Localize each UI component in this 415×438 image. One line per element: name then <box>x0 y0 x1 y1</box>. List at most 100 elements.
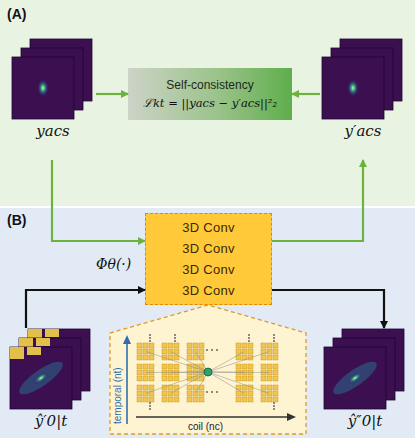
ellipsis-dot <box>149 402 151 404</box>
zoom-callout <box>110 305 306 434</box>
kernel-cell <box>236 349 241 354</box>
kernel-cell <box>273 385 278 390</box>
kernel-cell <box>137 364 142 369</box>
kernel-cell <box>174 364 179 369</box>
kernel-cell <box>248 397 253 402</box>
ellipsis-dot <box>174 340 176 342</box>
highlight-patch <box>27 347 41 355</box>
highlight-patch <box>36 338 50 346</box>
operator-label: Φθ(·) <box>96 256 131 272</box>
kernel-cell <box>248 349 253 354</box>
kernel-cell <box>273 343 278 348</box>
kernel-cell <box>236 376 241 381</box>
ellipsis-dot <box>273 340 275 342</box>
panel-label: (B) <box>7 212 26 228</box>
kernel-cell <box>193 343 198 348</box>
ellipsis-dot <box>211 349 213 351</box>
ellipsis-dot <box>211 391 213 393</box>
kernel-cell <box>162 391 167 396</box>
kernel-cell <box>242 397 247 402</box>
kernel-link <box>208 372 270 394</box>
kernel-cell <box>193 397 198 402</box>
ellipsis-dot <box>273 408 275 410</box>
kernel-cell <box>273 397 278 402</box>
ellipsis-dot <box>216 349 218 351</box>
kernel-cell <box>261 355 266 360</box>
kernel-center <box>204 368 212 376</box>
loss-box: Self-consistencyℒkt = ||yacs − y′acs||²₂ <box>128 68 292 120</box>
kspace-frame <box>12 57 74 119</box>
kernel-link <box>171 372 209 394</box>
ellipsis-dot <box>216 391 218 393</box>
kspace-frame <box>324 347 386 409</box>
ellipsis-dot <box>149 337 151 339</box>
kernel-link <box>208 352 270 373</box>
flow-arrow <box>272 290 384 328</box>
ellipsis-dot <box>149 334 151 336</box>
kernel-link <box>146 352 209 373</box>
node-text: 3D Conv <box>182 283 235 298</box>
conv-block: 3D Conv3D Conv3D Conv3D Conv <box>145 213 272 305</box>
kernel-cell <box>261 364 266 369</box>
kernel-cell <box>143 355 148 360</box>
kernel-cell <box>248 343 253 348</box>
kernel-cell <box>168 376 173 381</box>
kernel-cell <box>248 376 253 381</box>
kspace-center <box>37 79 49 97</box>
kernel-cell <box>236 391 241 396</box>
kernel-cell <box>143 343 148 348</box>
kernel-cell <box>242 385 247 390</box>
ellipsis-dot <box>273 405 275 407</box>
kernel-grid <box>137 334 278 410</box>
kernel-cell <box>149 376 154 381</box>
kernel-cell <box>199 397 204 402</box>
ellipsis-dot <box>273 402 275 404</box>
node-text: yacs <box>36 122 70 140</box>
ellipsis-dot <box>149 405 151 407</box>
ellipsis-dot <box>174 337 176 339</box>
kspace-stack-node: yacs <box>10 38 96 160</box>
kernel-link <box>171 372 209 374</box>
axis-label: temporal (nt) <box>112 367 123 424</box>
kernel-cell <box>162 349 167 354</box>
kernel-cell <box>149 385 154 390</box>
kernel-cell <box>242 364 247 369</box>
flow-arrow <box>292 93 320 95</box>
ellipsis-dot <box>206 391 208 393</box>
kernel-cell <box>137 385 142 390</box>
kernel-cell <box>261 376 266 381</box>
kernel-cell <box>174 391 179 396</box>
kernel-cell <box>174 343 179 348</box>
kernel-cell <box>174 376 179 381</box>
kernel-cell <box>174 397 179 402</box>
kspace-stack <box>11 38 95 120</box>
kernel-cell <box>137 391 142 396</box>
kernel-link <box>146 372 209 374</box>
temporal-arrowhead <box>123 335 131 344</box>
kernel-cell <box>267 376 272 381</box>
kernel-cell <box>149 397 154 402</box>
kernel-cell <box>143 385 148 390</box>
kernel-cell <box>236 397 241 402</box>
axis-label: coil (nc) <box>188 421 223 432</box>
kernel-cell <box>261 397 266 402</box>
kernel-cell <box>248 391 253 396</box>
kernel-cell <box>267 364 272 369</box>
kernel-cell <box>267 343 272 348</box>
kernel-cell <box>199 391 204 396</box>
kernel-cell <box>273 364 278 369</box>
kernel-cell <box>199 355 204 360</box>
kernel-cell <box>267 397 272 402</box>
kernel-cell <box>137 376 142 381</box>
kernel-cell <box>143 397 148 402</box>
kernel-cell <box>187 349 192 354</box>
kernel-cell <box>242 343 247 348</box>
node-text: 3D Conv <box>182 220 235 235</box>
flow-arrow <box>96 93 128 95</box>
kernel-cell <box>149 391 154 396</box>
ellipsis-dot <box>149 408 151 410</box>
kspace-center <box>347 79 359 97</box>
kernel-cell <box>137 355 142 360</box>
kernel-link <box>146 372 209 394</box>
